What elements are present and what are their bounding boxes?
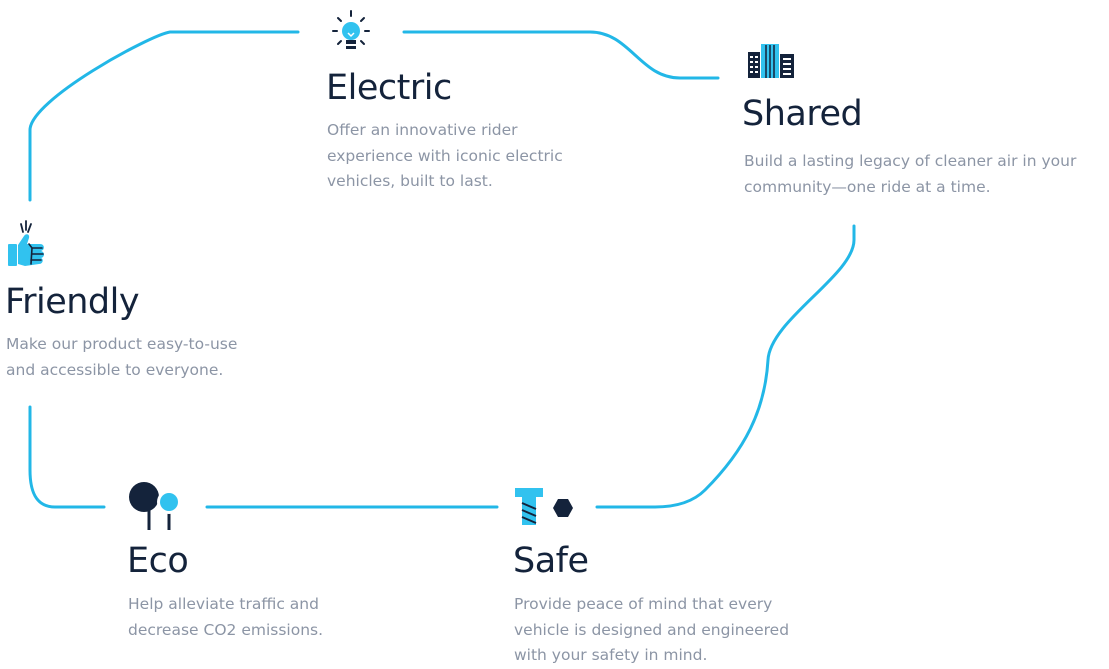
- value-description-electric: Offer an innovative rider experience wit…: [327, 121, 563, 190]
- value-title-friendly: Friendly: [5, 282, 140, 322]
- value-description-safe: Provide peace of mind that every vehicle…: [514, 595, 790, 664]
- path-segment-electric-to-shared: [402, 30, 720, 80]
- value-title-electric: Electric: [326, 68, 452, 108]
- buildings-icon: [748, 44, 794, 78]
- value-description-shared: Build a lasting legacy of cleaner air in…: [744, 152, 1077, 196]
- thumbs-up-icon: [8, 220, 44, 266]
- value-description-friendly: Make our product easy-to-use and accessi…: [6, 335, 238, 379]
- bolt-and-nut-icon: [515, 488, 573, 525]
- lightbulb-icon: [332, 10, 370, 49]
- path-segment-friendly-to-electric: [28, 30, 300, 202]
- value-title-eco: Eco: [127, 541, 189, 581]
- value-description-eco: Help alleviate traffic and decrease CO2 …: [128, 595, 324, 639]
- path-segment-shared-to-safe: [595, 224, 856, 509]
- value-title-safe: Safe: [513, 541, 589, 581]
- trees-icon: [129, 482, 181, 530]
- path-segment-eco-to-friendly: [28, 405, 106, 509]
- value-title-shared: Shared: [742, 94, 863, 134]
